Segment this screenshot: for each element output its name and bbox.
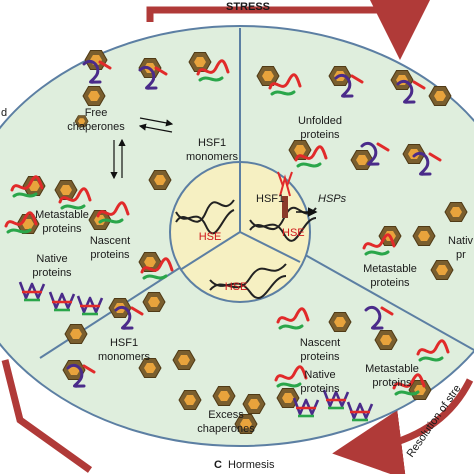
hsf1-monomers-bottom-label-2: monomers (98, 351, 150, 363)
metastable-proteins-right-label-2: proteins (370, 277, 410, 289)
divider-right (299, 251, 474, 351)
metastable-proteins-bottom-label-2: proteins (372, 377, 412, 389)
stress-cycle-arrow (146, 0, 435, 60)
panel-letter-c: C (214, 459, 222, 471)
nascent-proteins-bottom-label-2: proteins (300, 351, 340, 363)
native-fragment-right-2: pr (456, 249, 466, 261)
hsf1-monomers-label-2: monomers (186, 151, 238, 163)
metastable-proteins-left-label-2: proteins (42, 223, 82, 235)
equilibrium-arrows-vertical (110, 138, 126, 180)
stress-label: STRESS (226, 1, 270, 13)
nascent-proteins-left-label-1: Nascent (90, 235, 130, 247)
unfolded-proteins-label-2: proteins (300, 129, 340, 141)
free-chaperones-label-2: chaperones (67, 121, 125, 133)
hse-left-label: HSE (199, 231, 222, 243)
free-chaperones-label-1: Free (85, 107, 108, 119)
excess-chaperones-label-2: chaperones (197, 423, 255, 435)
native-proteins-left-label-1: Native (36, 253, 67, 265)
metastable-proteins-bottom-label-1: Metastable (365, 363, 419, 375)
edge-fragment-left: d (1, 107, 7, 119)
hsps-label: HSPs (318, 193, 347, 205)
resolution-cycle-arrow (332, 378, 474, 474)
hse-right-label: HSE (282, 227, 305, 239)
nucleus-divider-left (179, 231, 241, 271)
metastable-proteins-right-label-1: Metastable (363, 263, 417, 275)
excess-chaperones-label-1: Excess (208, 409, 244, 421)
unfolded-proteins-label-1: Unfolded (298, 115, 342, 127)
return-cycle-arrow (1, 359, 93, 473)
nascent-proteins-left-label-2: proteins (90, 249, 130, 261)
native-proteins-bottom-label-1: Native (304, 369, 335, 381)
hormesis-title: Hormesis (228, 459, 275, 471)
hsf1-monomers-bottom-label-1: HSF1 (110, 337, 138, 349)
hsf1-trimer-icon (277, 171, 318, 218)
native-proteins-left-label-2: proteins (32, 267, 72, 279)
nascent-proteins-bottom-label-1: Nascent (300, 337, 340, 349)
dna-left-icon (175, 199, 235, 235)
native-fragment-right: Nativ (448, 235, 474, 247)
nucleus-divider-right (239, 231, 301, 263)
hsf1-trimer-label: HSF1 (256, 193, 284, 205)
dna-bottom-icon (209, 263, 287, 300)
metastable-proteins-left-label-1: Metastable (35, 209, 89, 221)
hsf1-monomers-label-1: HSF1 (198, 137, 226, 149)
native-proteins-bottom-label-2: proteins (300, 383, 340, 395)
equilibrium-arrows-horizontal (138, 117, 174, 133)
hse-bottom-label: HSE (225, 281, 248, 293)
